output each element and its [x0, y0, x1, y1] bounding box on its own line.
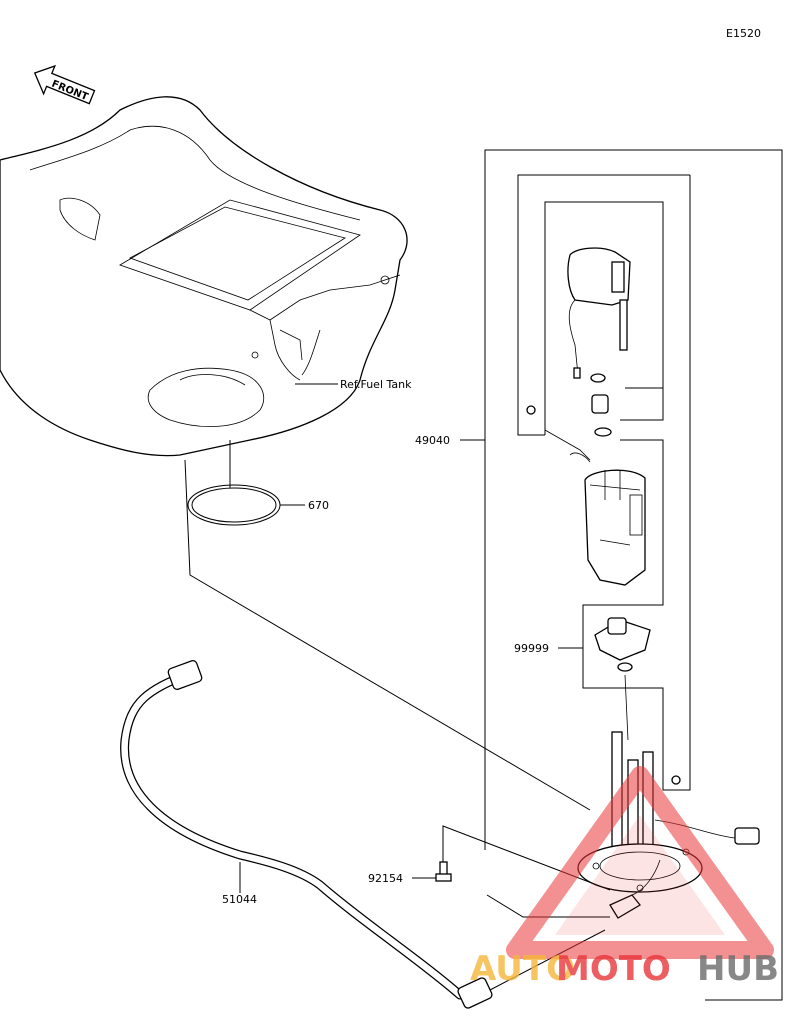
bolt [435, 861, 452, 882]
part-label-51044: 51044 [222, 893, 257, 906]
fuel-level-sender [567, 247, 631, 379]
svg-text:MOTO: MOTO [556, 949, 671, 989]
fuel-pump-body [584, 469, 646, 586]
part-label-670: 670 [308, 499, 329, 512]
ref-fuel-tank-label: Ref.Fuel Tank [340, 378, 412, 391]
front-arrow-icon: FRONT [33, 64, 96, 105]
watermark-text: AUTO MOTO HUB [470, 949, 779, 989]
fuel-tank [0, 96, 408, 457]
svg-text:AUTO: AUTO [470, 949, 575, 989]
diagram-code: E1520 [726, 27, 761, 40]
part-label-99999: 99999 [514, 642, 549, 655]
part-label-49040: 49040 [415, 434, 450, 447]
fuel-hose [120, 660, 493, 1009]
svg-text:HUB: HUB [697, 949, 779, 989]
part-label-92154: 92154 [368, 872, 403, 885]
watermark-logo [506, 766, 774, 959]
pump-filter [594, 617, 651, 661]
gasket-ring [187, 484, 281, 526]
